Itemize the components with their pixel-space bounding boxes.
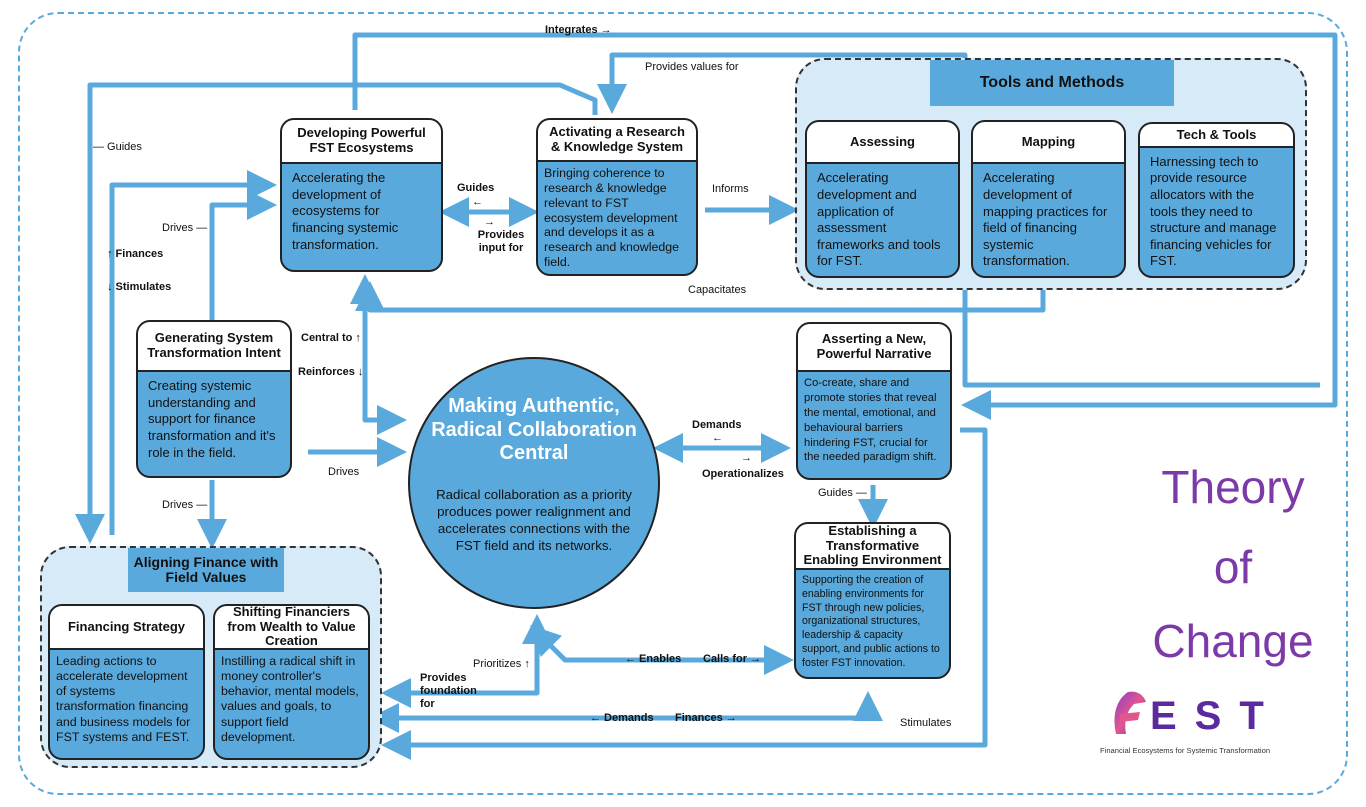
label-drives-top: Drives — xyxy=(162,222,208,234)
node-intent-body: Creating systemic understanding and supp… xyxy=(148,378,276,460)
node-narrative-body: Co-create, share and promote stories tha… xyxy=(804,377,937,464)
node-research-title: Activating a Research & Knowledge System xyxy=(538,120,696,162)
card-shifting-financiers-title: Shifting Financiers from Wealth to Value… xyxy=(215,606,368,650)
title-theory: Theory xyxy=(1161,461,1305,513)
label-calls-for: Calls for → xyxy=(703,653,762,665)
fest-logo-letters: EST xyxy=(1150,694,1282,738)
label-reinforces: Reinforces ↓ xyxy=(298,366,364,378)
node-ecosystems-title: Developing Powerful FST Ecosystems xyxy=(282,120,441,164)
node-research-body: Bringing coherence to research & knowled… xyxy=(544,165,680,270)
card-assessing[interactable]: Assessing Accelerating development and a… xyxy=(805,120,960,278)
card-mapping-title: Mapping xyxy=(973,122,1124,165)
card-shifting-financiers[interactable]: Shifting Financiers from Wealth to Value… xyxy=(213,604,370,760)
label-provides-foundation: Provides foundation for xyxy=(420,672,477,711)
label-provides-arrow: → xyxy=(484,216,495,228)
node-narrative[interactable]: Asserting a New, Powerful Narrative Co-c… xyxy=(796,322,952,480)
title-of: of xyxy=(1213,541,1253,593)
node-environment-title: Establishing a Transformative Enabling E… xyxy=(796,524,949,570)
label-demands-bottom: ← Demands xyxy=(590,712,654,724)
card-mapping[interactable]: Mapping Accelerating development of mapp… xyxy=(971,120,1126,278)
label-drives-center: Drives xyxy=(328,466,360,478)
node-intent-title: Generating System Transformation Intent xyxy=(138,322,290,372)
label-demands: Demands xyxy=(692,419,742,431)
label-finances-bottom: Finances → xyxy=(675,712,737,724)
label-informs: Informs xyxy=(712,183,749,195)
card-tech-tools-title: Tech & Tools xyxy=(1140,124,1293,148)
tools-methods-title: Tools and Methods xyxy=(930,60,1174,106)
label-operationalizes: Operationalizes xyxy=(702,468,784,480)
label-prioritizes: Prioritizes ↑ xyxy=(473,658,530,670)
arrow-drives-top xyxy=(209,190,278,320)
label-guides-mid: Guides xyxy=(457,182,495,194)
node-environment[interactable]: Establishing a Transformative Enabling E… xyxy=(794,522,951,679)
label-provides-input: Provides input for xyxy=(477,229,525,254)
label-guides-narrative: Guides — xyxy=(818,487,867,499)
arrow-provides-values xyxy=(597,52,1320,388)
label-integrates: Integrates → xyxy=(545,24,612,36)
label-guides-left: — Guides xyxy=(93,141,142,153)
arrow-demands-finances xyxy=(368,690,883,733)
label-capacitates: Capacitates xyxy=(688,284,747,296)
label-demands-arrow: ← xyxy=(712,432,723,444)
node-ecosystems[interactable]: Developing Powerful FST Ecosystems Accel… xyxy=(280,118,443,272)
arrow-central-reinforces xyxy=(350,273,408,435)
finance-group-title: Aligning Finance with Field Values xyxy=(128,548,284,592)
label-guides-arrow: ← xyxy=(472,196,483,208)
card-assessing-body: Accelerating development and application… xyxy=(817,170,941,269)
card-tech-tools[interactable]: Tech & Tools Harnessing tech to provide … xyxy=(1138,122,1295,278)
arrow-stimulates-right xyxy=(380,427,988,760)
card-financing-strategy-title: Financing Strategy xyxy=(50,606,203,650)
arrow-finances xyxy=(109,170,278,535)
label-operationalizes-arrow: → xyxy=(741,452,752,464)
outer-dashed-frame xyxy=(18,12,1348,795)
center-title: Making Authentic, Radical Collaboration … xyxy=(431,395,637,465)
node-environment-body: Supporting the creation of enabling envi… xyxy=(802,574,940,669)
card-mapping-body: Accelerating development of mapping prac… xyxy=(983,170,1108,269)
label-drives-down: Drives — xyxy=(162,499,208,511)
arrow-research-to-loop xyxy=(75,82,598,545)
card-tech-tools-body: Harnessing tech to provide resource allo… xyxy=(1150,153,1277,269)
label-finances: ↑ Finances xyxy=(107,248,164,260)
title-change: Change xyxy=(1152,615,1314,667)
card-financing-strategy-body: Leading actions to accelerate developmen… xyxy=(56,654,191,744)
node-narrative-title: Asserting a New, Powerful Narrative xyxy=(798,324,950,372)
label-enables: ← Enables xyxy=(625,653,682,665)
node-ecosystems-body: Accelerating the development of ecosyste… xyxy=(292,170,399,252)
card-shifting-financiers-body: Instilling a radical shift in money cont… xyxy=(221,654,359,744)
fest-logo-icon xyxy=(1114,691,1146,734)
fest-logo-tagline: Financial Ecosystems for Systemic Transf… xyxy=(1100,746,1271,755)
label-stimulates-left: ↓ Stimulates xyxy=(107,281,172,293)
card-assessing-title: Assessing xyxy=(807,122,958,165)
label-stimulates-right: Stimulates xyxy=(900,717,952,729)
center-collaboration-circle[interactable]: Making Authentic, Radical Collaboration … xyxy=(408,357,660,609)
label-central-to: Central to ↑ xyxy=(301,332,361,344)
center-text: Radical collaboration as a priority prod… xyxy=(436,487,632,553)
label-provides-values: Provides values for xyxy=(645,61,739,73)
node-intent[interactable]: Generating System Transformation Intent … xyxy=(136,320,292,478)
node-research[interactable]: Activating a Research & Knowledge System… xyxy=(536,118,698,276)
arrow-integrates xyxy=(352,32,1338,420)
card-financing-strategy[interactable]: Financing Strategy Leading actions to ac… xyxy=(48,604,205,760)
